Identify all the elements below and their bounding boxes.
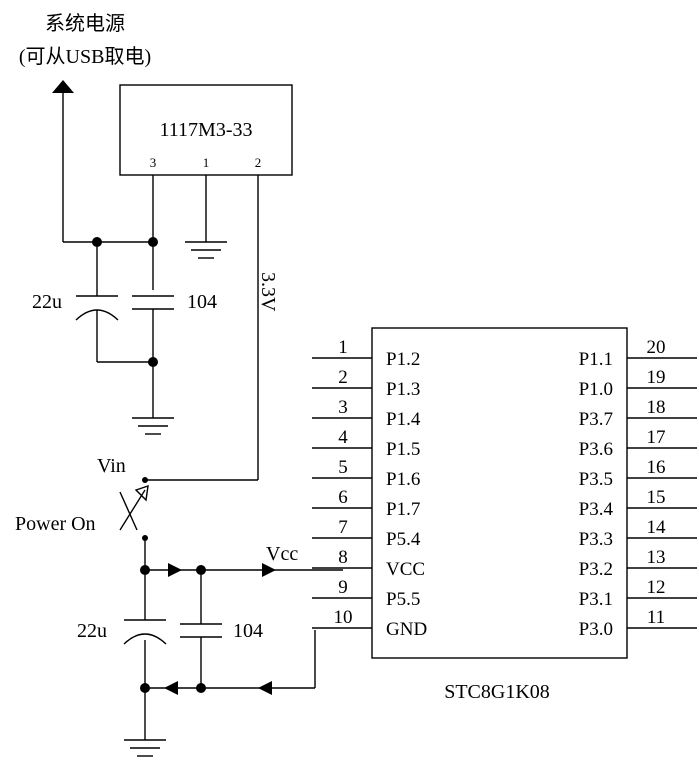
mcu-pin-number: 6 [338, 487, 348, 508]
mcu-pin-name: P1.3 [386, 379, 420, 400]
mcu-pin-number: 18 [647, 397, 666, 418]
regulator-pin-2: 2 [255, 155, 262, 170]
mcu-pin-number: 8 [338, 547, 348, 568]
vcc-net-label: Vcc [266, 543, 298, 565]
mcu-pin-name: P1.1 [579, 349, 613, 370]
junction-dot [140, 683, 150, 693]
mcu-pin-number: 10 [334, 607, 353, 628]
junction-dot [196, 565, 206, 575]
mcu-pin-name: P1.7 [386, 499, 420, 520]
regulator-pin-1: 1 [203, 155, 210, 170]
mcu-pin-number: 3 [338, 397, 348, 418]
mcu-pin-number: 11 [647, 607, 665, 628]
power-source-label-2: (可从USB取电) [19, 45, 151, 68]
mcu-pin-name: VCC [386, 559, 425, 580]
regulator-pin-3: 3 [150, 155, 157, 170]
upper-electrolytic-capacitor [75, 295, 153, 363]
power-source-label-1: 系统电源 [45, 12, 125, 35]
regulator-part: 1117M3-33 [160, 119, 253, 141]
mcu-body [371, 327, 628, 659]
mcu-pin-name: P1.6 [386, 469, 420, 490]
junction-dot [140, 565, 150, 575]
gnd-arrow-icon [258, 681, 272, 695]
mcu-pin-name: P3.3 [579, 529, 613, 550]
mcu-pin-number: 1 [338, 337, 348, 358]
mcu-pin-name: P3.4 [579, 499, 614, 520]
gnd-arrow-icon [164, 681, 178, 695]
mcu-pin-number: 16 [647, 457, 666, 478]
mcu-pin-number: 2 [338, 367, 348, 388]
mcu-pin-name: P3.7 [579, 409, 613, 430]
mcu-pin-name: P3.0 [579, 619, 613, 640]
power-arrow-icon [52, 80, 74, 93]
vcc-arrow-icon [262, 563, 276, 577]
ground-symbol [132, 417, 174, 435]
mcu-pin-name: P5.4 [386, 529, 421, 550]
output-voltage-label: 3.3V [257, 272, 279, 312]
mcu-pin-number: 5 [338, 457, 348, 478]
mcu-pin-number: 13 [647, 547, 666, 568]
mcu-pin-number: 4 [338, 427, 348, 448]
junction-dot [196, 683, 206, 693]
upper-wires [62, 93, 259, 481]
junction-dot [148, 237, 158, 247]
mcu-pin-number: 20 [647, 337, 666, 358]
mcu-pin-name: P3.6 [579, 439, 613, 460]
upper-ceramic-label: 104 [187, 291, 217, 313]
mcu-pin-number: 9 [338, 577, 348, 598]
mcu-pin-number: 19 [647, 367, 666, 388]
mcu-part: STC8G1K08 [444, 681, 550, 703]
mcu-pin-name: P1.5 [386, 439, 420, 460]
lower-ceramic-capacitor [180, 623, 222, 638]
mcu-pin-name: P3.1 [579, 589, 613, 610]
mcu-pin-name: GND [386, 619, 427, 640]
mcu-pin-number: 12 [647, 577, 666, 598]
lower-electrolytic-label: 22u [77, 620, 107, 642]
switch-input-label: Vin [97, 455, 126, 477]
mcu-pin-name: P3.5 [579, 469, 613, 490]
ground-symbol [185, 241, 227, 259]
mcu-pin-name: P5.5 [386, 589, 420, 610]
mcu-pin-name: P1.4 [386, 409, 421, 430]
mcu-pin-name: P3.2 [579, 559, 613, 580]
upper-electrolytic-label: 22u [32, 291, 62, 313]
mcu-pin-name: P1.2 [386, 349, 420, 370]
mcu-pin-number: 7 [338, 517, 348, 538]
mcu-pin-name: P1.0 [579, 379, 613, 400]
mcu-pin-number: 15 [647, 487, 666, 508]
switch-contact [142, 477, 148, 483]
mcu-pin-number: 14 [647, 517, 667, 538]
switch-symbol [119, 484, 149, 531]
lower-electrolytic-capacitor [123, 619, 167, 645]
lower-ceramic-label: 104 [233, 620, 263, 642]
mcu-pin-number: 17 [647, 427, 666, 448]
vcc-arrow-icon [168, 563, 182, 577]
switch-name-label: Power On [15, 513, 96, 535]
junction-dot [92, 237, 102, 247]
ground-symbol [124, 739, 166, 757]
junction-dot [148, 357, 158, 367]
